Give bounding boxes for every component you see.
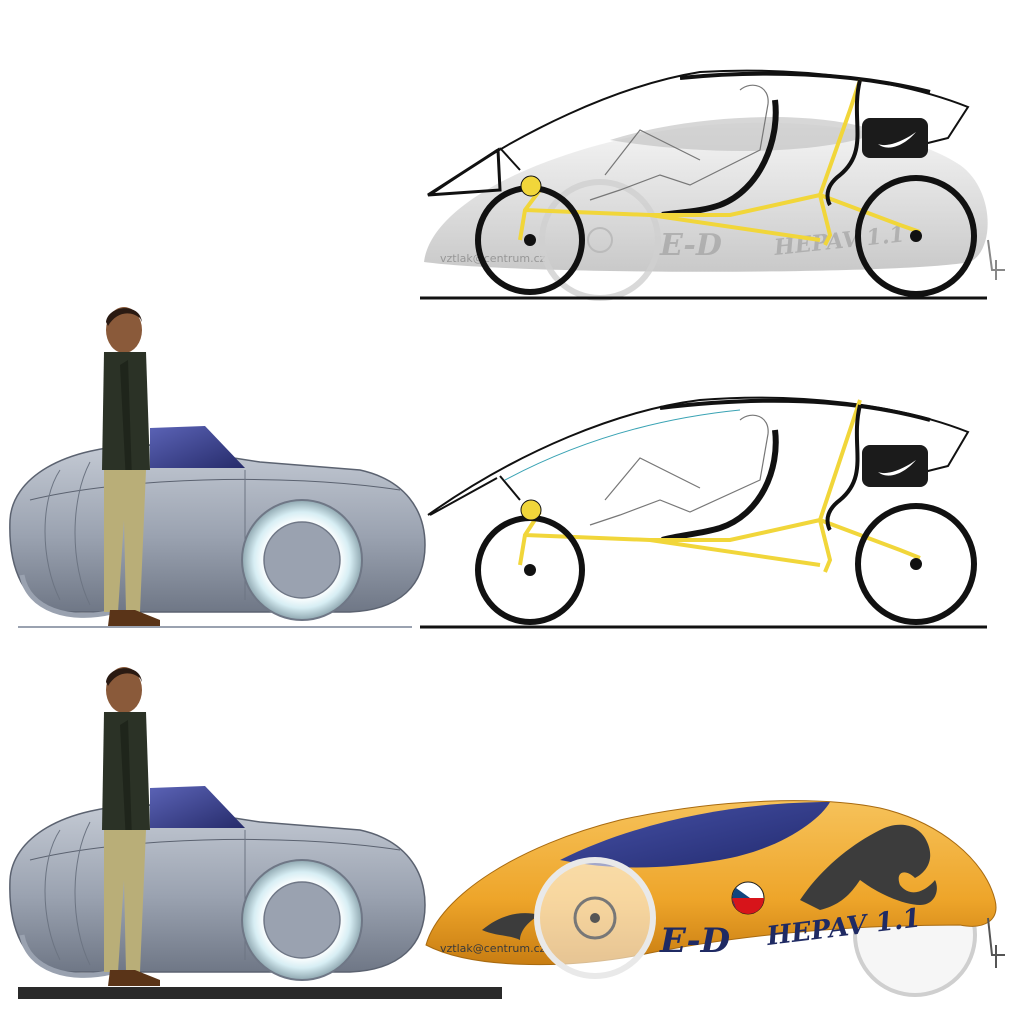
row3-car-beltline <box>29 838 401 861</box>
row2-frame <box>518 399 921 573</box>
row1-front-hub <box>524 234 536 246</box>
row3-car-nose-lines <box>44 821 91 966</box>
row2-person-shoes <box>108 610 160 626</box>
row1-chainring <box>520 175 542 197</box>
row2-chainring <box>520 499 542 521</box>
row2-seat <box>661 429 779 543</box>
row2-person-head <box>106 307 142 353</box>
row3-car-roof <box>150 786 245 828</box>
row1-overlay: E-D HEPAV 1.1 vztlak@centrum.cz <box>420 69 1005 301</box>
row3-car-body <box>9 804 426 973</box>
faded-tail-hook <box>987 239 1005 280</box>
row1-roof-bar <box>679 71 931 94</box>
row2-roof-bar <box>659 398 931 422</box>
row2-car-beltline <box>29 478 401 501</box>
row1-rear-hub <box>910 230 922 242</box>
row3-brand-partial-text: E-D <box>659 921 731 961</box>
row3-orange-hpv: E-D HEPAV 1.1 vztlak@centrum.cz <box>425 800 1005 997</box>
row2-car-nose-lines <box>44 461 91 606</box>
row3-flag-blue <box>732 888 750 908</box>
row3-front-hub <box>590 913 600 923</box>
row2-person-hair <box>106 308 142 326</box>
row2-car-roof <box>150 426 245 468</box>
row2-person-arm <box>120 360 132 482</box>
row3-person <box>102 667 160 986</box>
row3-car <box>9 786 426 981</box>
row2-rear-wheel <box>855 503 977 625</box>
row2-car-body <box>9 444 426 613</box>
row3-person-head <box>106 667 142 713</box>
row1-bag-swoosh-icon <box>878 132 916 148</box>
row2-person-trousers <box>104 470 146 612</box>
row3-ground-slab <box>18 987 502 999</box>
row2-frame-view <box>420 396 987 629</box>
row2-bag <box>862 445 928 487</box>
row2-canopy-blue-line <box>504 409 741 481</box>
row2-comparison <box>9 307 987 629</box>
row3-person-shoes <box>108 970 160 986</box>
row2-rear-brace <box>825 404 862 532</box>
row1-bag <box>862 118 928 158</box>
faded-canopy <box>610 117 880 152</box>
row3-front-disc <box>573 896 617 940</box>
row3-website-text: vztlak@centrum.cz <box>440 942 546 955</box>
faded-website-text: vztlak@centrum.cz <box>440 252 546 265</box>
row1-rear-wheel <box>855 175 977 297</box>
row2-person <box>102 307 160 626</box>
row3-person-arm <box>120 720 132 842</box>
row1-rider-outline <box>589 84 769 201</box>
row1-seat <box>661 99 779 218</box>
row2-car-rear-hub <box>263 521 341 599</box>
row3-blue-canopy <box>560 802 830 868</box>
row2-rider-outline <box>589 414 769 526</box>
row1-rear-brace <box>825 79 862 207</box>
faded-shell <box>424 122 988 272</box>
row2-front-hub <box>524 564 536 576</box>
row2-bag-swoosh-icon <box>878 460 916 476</box>
row3-person-trousers <box>104 830 146 972</box>
row1-nose-band <box>427 147 502 197</box>
row2-car-front-wheel-arc <box>19 574 113 618</box>
row3-small-puma-icon <box>482 913 540 940</box>
row2-car <box>9 426 426 621</box>
row3-tail-hook <box>987 917 1005 968</box>
faded-brand-text: E-D <box>659 228 722 263</box>
row1-frame <box>518 79 921 246</box>
row3-puma-mascot-icon <box>800 824 937 910</box>
faded-rear-hub <box>587 227 613 253</box>
row3-flag-red <box>732 898 764 914</box>
row3-car-rear-hub <box>263 881 341 959</box>
row3-comparison: E-D HEPAV 1.1 vztlak@centrum.cz <box>9 667 1005 999</box>
row3-person-hair <box>106 668 142 686</box>
row3-car-front-wheel-arc <box>19 934 113 978</box>
row2-rear-hub <box>910 558 922 570</box>
